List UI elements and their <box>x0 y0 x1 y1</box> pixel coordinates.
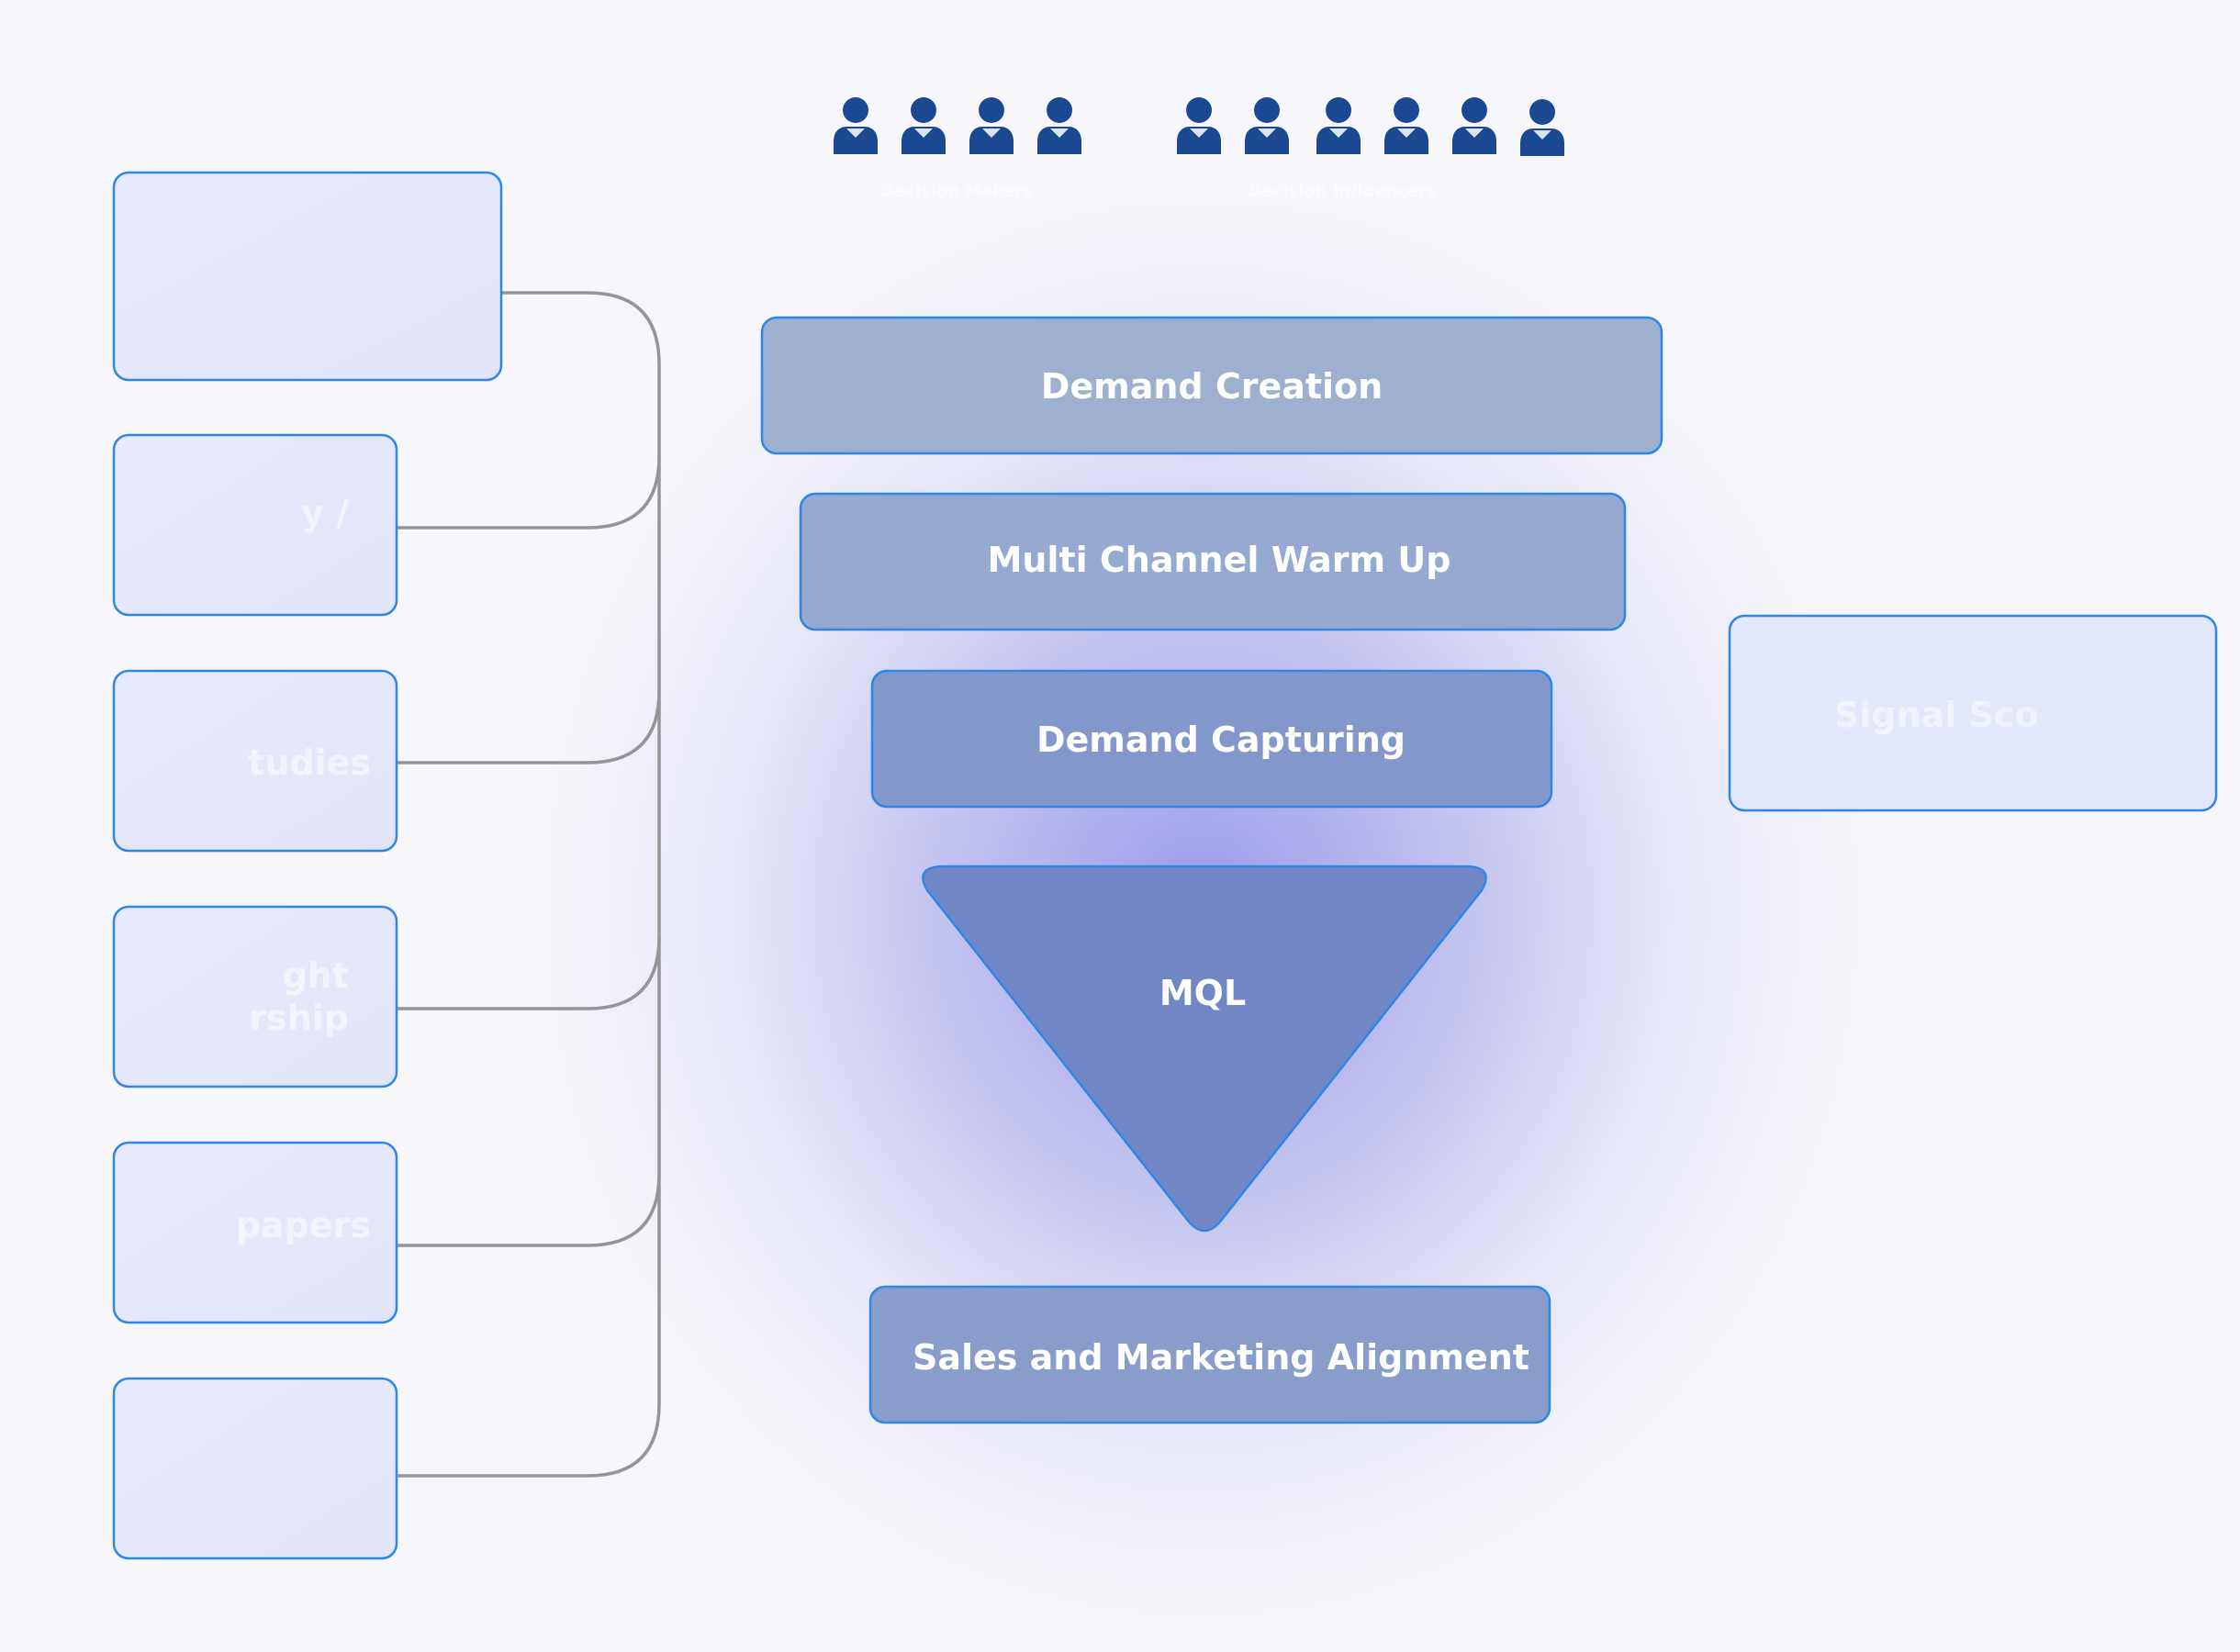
decision-makers-label: Decision Makers <box>880 182 1033 201</box>
left-box-6[interactable] <box>112 1377 398 1560</box>
left-box-label: papers <box>236 1205 371 1245</box>
left-box-4[interactable]: ght rship <box>112 905 398 1088</box>
stage-alignment[interactable]: Sales and Marketing Alignment <box>868 1285 1551 1424</box>
left-box-label: tudies <box>248 742 371 783</box>
stage-label: Multi Channel Warm Up <box>988 540 1451 580</box>
stage-warm-up[interactable]: Multi Channel Warm Up <box>799 492 1627 631</box>
person-icon <box>1520 99 1564 156</box>
left-box-label: y / <box>301 493 349 533</box>
person-icon <box>1177 97 1221 154</box>
person-icon <box>1245 97 1289 154</box>
decision-makers-group: Decision Makers <box>834 97 1081 201</box>
stage-label: MQL <box>1159 973 1246 1013</box>
person-icon <box>834 97 878 154</box>
person-icon <box>1384 97 1428 154</box>
left-box-label-line2: rship <box>249 998 349 1038</box>
person-icon <box>1316 97 1361 154</box>
left-box-5[interactable]: papers <box>112 1141 398 1324</box>
person-icon <box>902 97 946 154</box>
stage-label: Demand Creation <box>1041 366 1383 407</box>
decision-influencers-label: Decision Influencers <box>1248 182 1436 201</box>
left-box-1[interactable] <box>112 171 503 382</box>
person-icon <box>1037 97 1081 154</box>
person-icon <box>1452 97 1496 154</box>
connector-lines <box>397 291 661 1478</box>
left-box-2[interactable]: y / <box>112 433 398 617</box>
left-box-label-line1: ght <box>283 955 349 996</box>
stage-demand-creation[interactable]: Demand Creation <box>760 316 1663 455</box>
stage-label: Sales and Marketing Alignment <box>913 1337 1529 1378</box>
signal-score-box[interactable]: Signal Sco <box>1728 614 2218 812</box>
left-box-3[interactable]: tudies <box>112 669 398 853</box>
stage-demand-capturing[interactable]: Demand Capturing <box>870 669 1553 809</box>
stage-mql[interactable]: MQL <box>922 865 1487 1233</box>
person-icon <box>969 97 1014 154</box>
decision-influencers-group: Decision Influencers <box>1177 97 1564 201</box>
signal-score-label: Signal Sco <box>1834 695 2039 735</box>
stage-label: Demand Capturing <box>1036 720 1406 760</box>
